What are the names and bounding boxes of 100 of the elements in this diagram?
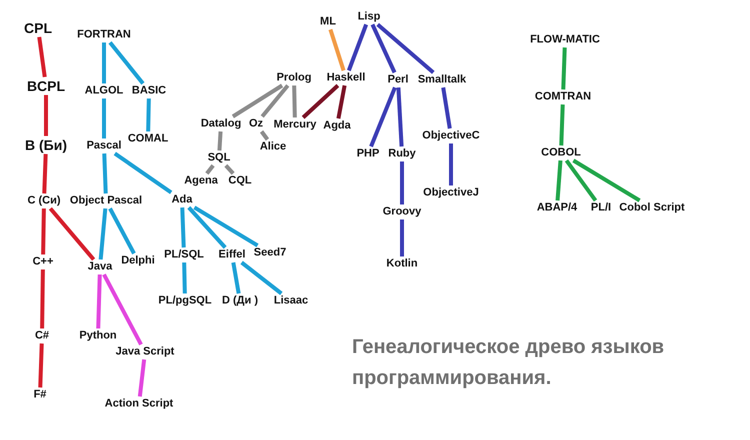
language-label: Object Pascal bbox=[68, 194, 144, 208]
language-label: PL/I bbox=[588, 200, 614, 216]
connector-line bbox=[48, 207, 96, 261]
language-label: ObjectiveJ bbox=[421, 186, 481, 200]
connector-line bbox=[441, 87, 452, 129]
language-label: Ada bbox=[170, 192, 194, 208]
connector-line bbox=[260, 84, 290, 118]
language-label: B (Би) bbox=[23, 136, 69, 154]
connector-line bbox=[376, 22, 435, 74]
language-label: Mercury bbox=[272, 118, 318, 132]
language-label: PL/SQL bbox=[162, 248, 206, 262]
language-label: Java bbox=[86, 260, 114, 274]
language-label: FORTRAN bbox=[75, 28, 133, 42]
language-label: ML bbox=[318, 14, 338, 30]
language-label: Haskell bbox=[324, 70, 368, 86]
connector-line bbox=[370, 24, 396, 74]
connector-line bbox=[98, 208, 108, 260]
connector-line bbox=[224, 164, 235, 175]
language-label: SQL bbox=[206, 150, 232, 166]
language-label: ObjectiveC bbox=[420, 128, 482, 144]
language-label: BCPL bbox=[24, 77, 68, 95]
connector-line bbox=[292, 85, 297, 118]
connector-line bbox=[146, 98, 151, 132]
connector-line bbox=[328, 28, 346, 72]
connector-line bbox=[260, 130, 270, 141]
language-label: Perl bbox=[386, 72, 410, 88]
language-label: PL/pgSQL bbox=[156, 294, 214, 308]
connector-line bbox=[44, 95, 48, 136]
connector-line bbox=[240, 260, 283, 296]
connector-line bbox=[187, 206, 227, 249]
connector-line bbox=[336, 85, 347, 119]
language-label: Lisp bbox=[356, 10, 382, 24]
language-label: Seed7 bbox=[252, 246, 288, 260]
connector-line bbox=[396, 87, 404, 147]
connector-line bbox=[572, 158, 641, 202]
connector-line bbox=[302, 84, 340, 119]
connector-line bbox=[96, 274, 102, 329]
language-label: COMTRAN bbox=[532, 90, 594, 104]
language-label: BASIC bbox=[130, 84, 168, 98]
connector-line bbox=[449, 144, 453, 186]
language-label: Alice bbox=[258, 140, 288, 154]
connector-line bbox=[180, 207, 186, 248]
language-label: CQL bbox=[226, 174, 254, 188]
connector-line bbox=[102, 274, 143, 346]
language-label: ABAP/4 bbox=[534, 200, 580, 216]
connector-line bbox=[559, 104, 565, 146]
language-label: Cobol Script bbox=[617, 200, 687, 216]
connector-line bbox=[231, 262, 241, 294]
language-label: Java Script bbox=[114, 344, 176, 360]
language-label: FLOW-MATIC bbox=[528, 32, 602, 48]
connector-line bbox=[217, 131, 223, 151]
language-label: CPL bbox=[22, 19, 54, 37]
connector-line bbox=[556, 160, 562, 201]
connector-line bbox=[38, 343, 44, 388]
connector-line bbox=[193, 206, 259, 248]
connector-line bbox=[102, 153, 108, 194]
language-label: Lisaac bbox=[272, 294, 310, 308]
language-label: Ruby bbox=[386, 146, 418, 162]
language-label: PHP bbox=[354, 146, 382, 162]
language-label: Groovy bbox=[380, 204, 424, 220]
connector-line bbox=[138, 359, 146, 397]
language-label: Datalog bbox=[198, 116, 244, 132]
diagram-title: Генеалогическое древо языков программирования. bbox=[352, 335, 666, 391]
language-label: COMAL bbox=[126, 132, 170, 146]
connector-line bbox=[37, 36, 47, 78]
connector-line bbox=[41, 208, 46, 255]
connector-line bbox=[564, 159, 598, 202]
language-label: F# bbox=[32, 388, 48, 402]
connector-line bbox=[369, 86, 397, 148]
language-label: Action Script bbox=[102, 396, 176, 412]
language-label: Python bbox=[77, 328, 119, 344]
language-label: Delphi bbox=[119, 254, 157, 268]
connector-line bbox=[114, 152, 172, 194]
language-label: Oz bbox=[246, 116, 266, 132]
connector-line bbox=[40, 269, 45, 329]
language-label: Pascal bbox=[84, 138, 124, 154]
connector-line bbox=[561, 47, 567, 90]
connector-line bbox=[205, 164, 215, 175]
language-label: Agena bbox=[182, 174, 220, 188]
connector-line bbox=[42, 154, 48, 194]
connector-line bbox=[232, 84, 284, 118]
connector-line bbox=[400, 220, 404, 256]
language-label: C++ bbox=[30, 254, 56, 270]
language-label: Smalltalk bbox=[416, 72, 468, 88]
connector-line bbox=[346, 24, 368, 72]
language-label: C# bbox=[32, 328, 52, 344]
language-label: Prolog bbox=[274, 70, 314, 86]
language-label: Kotlin bbox=[384, 256, 420, 272]
connector-line bbox=[182, 262, 187, 294]
language-label: COBOL bbox=[539, 146, 583, 160]
language-label: Agda bbox=[321, 118, 353, 134]
language-label: ALGOL bbox=[82, 84, 126, 98]
connector-line bbox=[108, 208, 136, 254]
connector-line bbox=[102, 42, 106, 84]
connector-line bbox=[102, 98, 106, 138]
language-label: C (Си) bbox=[25, 194, 63, 208]
language-label: D (Ди ) bbox=[220, 294, 260, 308]
connector-line bbox=[400, 162, 404, 204]
language-label: Eiffel bbox=[216, 248, 248, 262]
connector-line bbox=[108, 41, 145, 85]
